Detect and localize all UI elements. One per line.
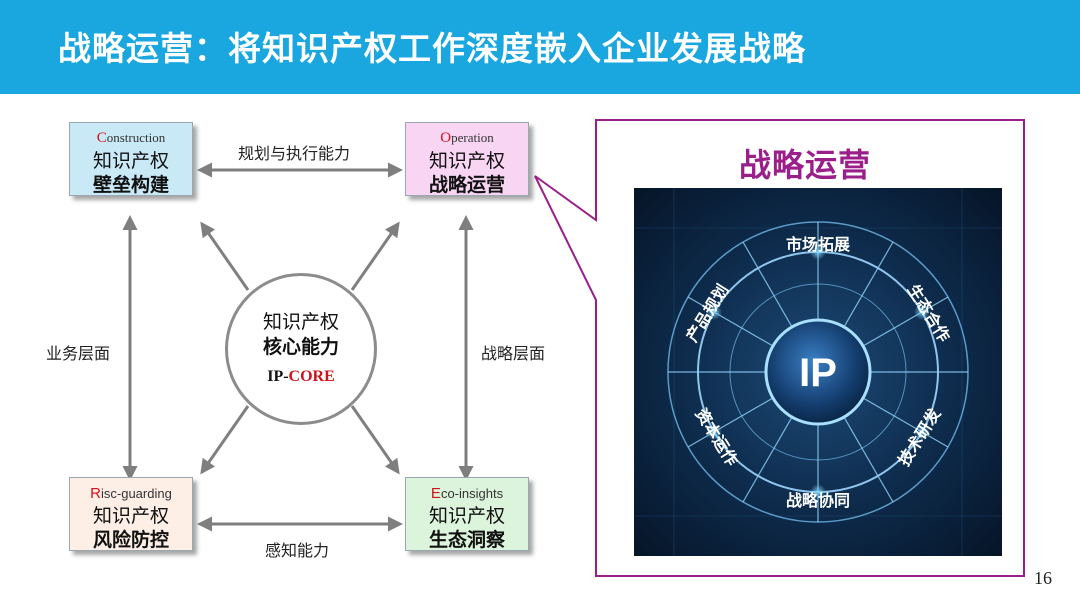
ip-core-prefix: IP-	[267, 368, 289, 385]
risc-line1: 知识产权	[92, 505, 169, 527]
risc-line2: 风险防控	[92, 529, 169, 551]
operation-initial: O	[440, 130, 452, 146]
slide-title: 战略运营：将知识产权工作深度嵌入企业发展战略	[58, 29, 806, 68]
eco-line2: 生态洞察	[428, 529, 505, 551]
callout-title: 战略运营	[739, 146, 872, 184]
box-operation: Operation 知识产权 战略运营	[405, 122, 529, 196]
construction-word: onstruction	[106, 130, 166, 145]
operation-word: peration	[451, 130, 494, 145]
label-planning: 规划与执行能力	[238, 144, 351, 163]
eco-line1: 知识产权	[428, 505, 505, 527]
label-perception: 感知能力	[265, 541, 330, 560]
label-strategic-level: 战略层面	[481, 344, 546, 363]
title-bar	[0, 0, 1080, 94]
risc-word: isc-guarding	[101, 486, 172, 501]
ip-core-highlight: CORE	[288, 368, 335, 385]
box-eco-insights: Eco-insights 知识产权 生态洞察	[405, 477, 529, 551]
core-line1: 知识产权	[262, 311, 339, 333]
box-construction: Construction 知识产权 壁垒构建	[69, 122, 193, 196]
operation-line2: 战略运营	[428, 174, 505, 196]
construction-line2: 壁垒构建	[92, 174, 169, 196]
segment-market: 市场拓展	[786, 235, 851, 254]
eco-initial: E	[430, 485, 441, 502]
box-risc-guarding: Risc-guarding 知识产权 风险防控	[69, 477, 193, 551]
construction-line1: 知识产权	[92, 150, 169, 172]
core-capability-circle: 知识产权 核心能力 IP-CORE	[225, 273, 377, 425]
arrow-core-eco	[350, 405, 400, 475]
construction-initial: C	[96, 130, 107, 146]
ip-wheel-image: IP 市场拓展 生态合作 技术研发 战略协同 资本运作 产品规划	[634, 188, 1002, 556]
eco-word: co-insights	[440, 486, 504, 501]
arrow-core-operation	[350, 221, 400, 291]
operation-line1: 知识产权	[428, 150, 505, 172]
ip-core-tag: IP-CORE	[228, 368, 374, 386]
arrow-core-risc	[200, 405, 250, 475]
risc-initial: R	[90, 485, 101, 502]
ip-center-label: IP	[799, 351, 837, 395]
page-number: 16	[1034, 568, 1052, 588]
segment-strategy: 战略协同	[786, 491, 850, 510]
core-line2: 核心能力	[262, 336, 339, 358]
label-business-level: 业务层面	[46, 344, 111, 363]
arrow-core-construction	[200, 221, 250, 291]
